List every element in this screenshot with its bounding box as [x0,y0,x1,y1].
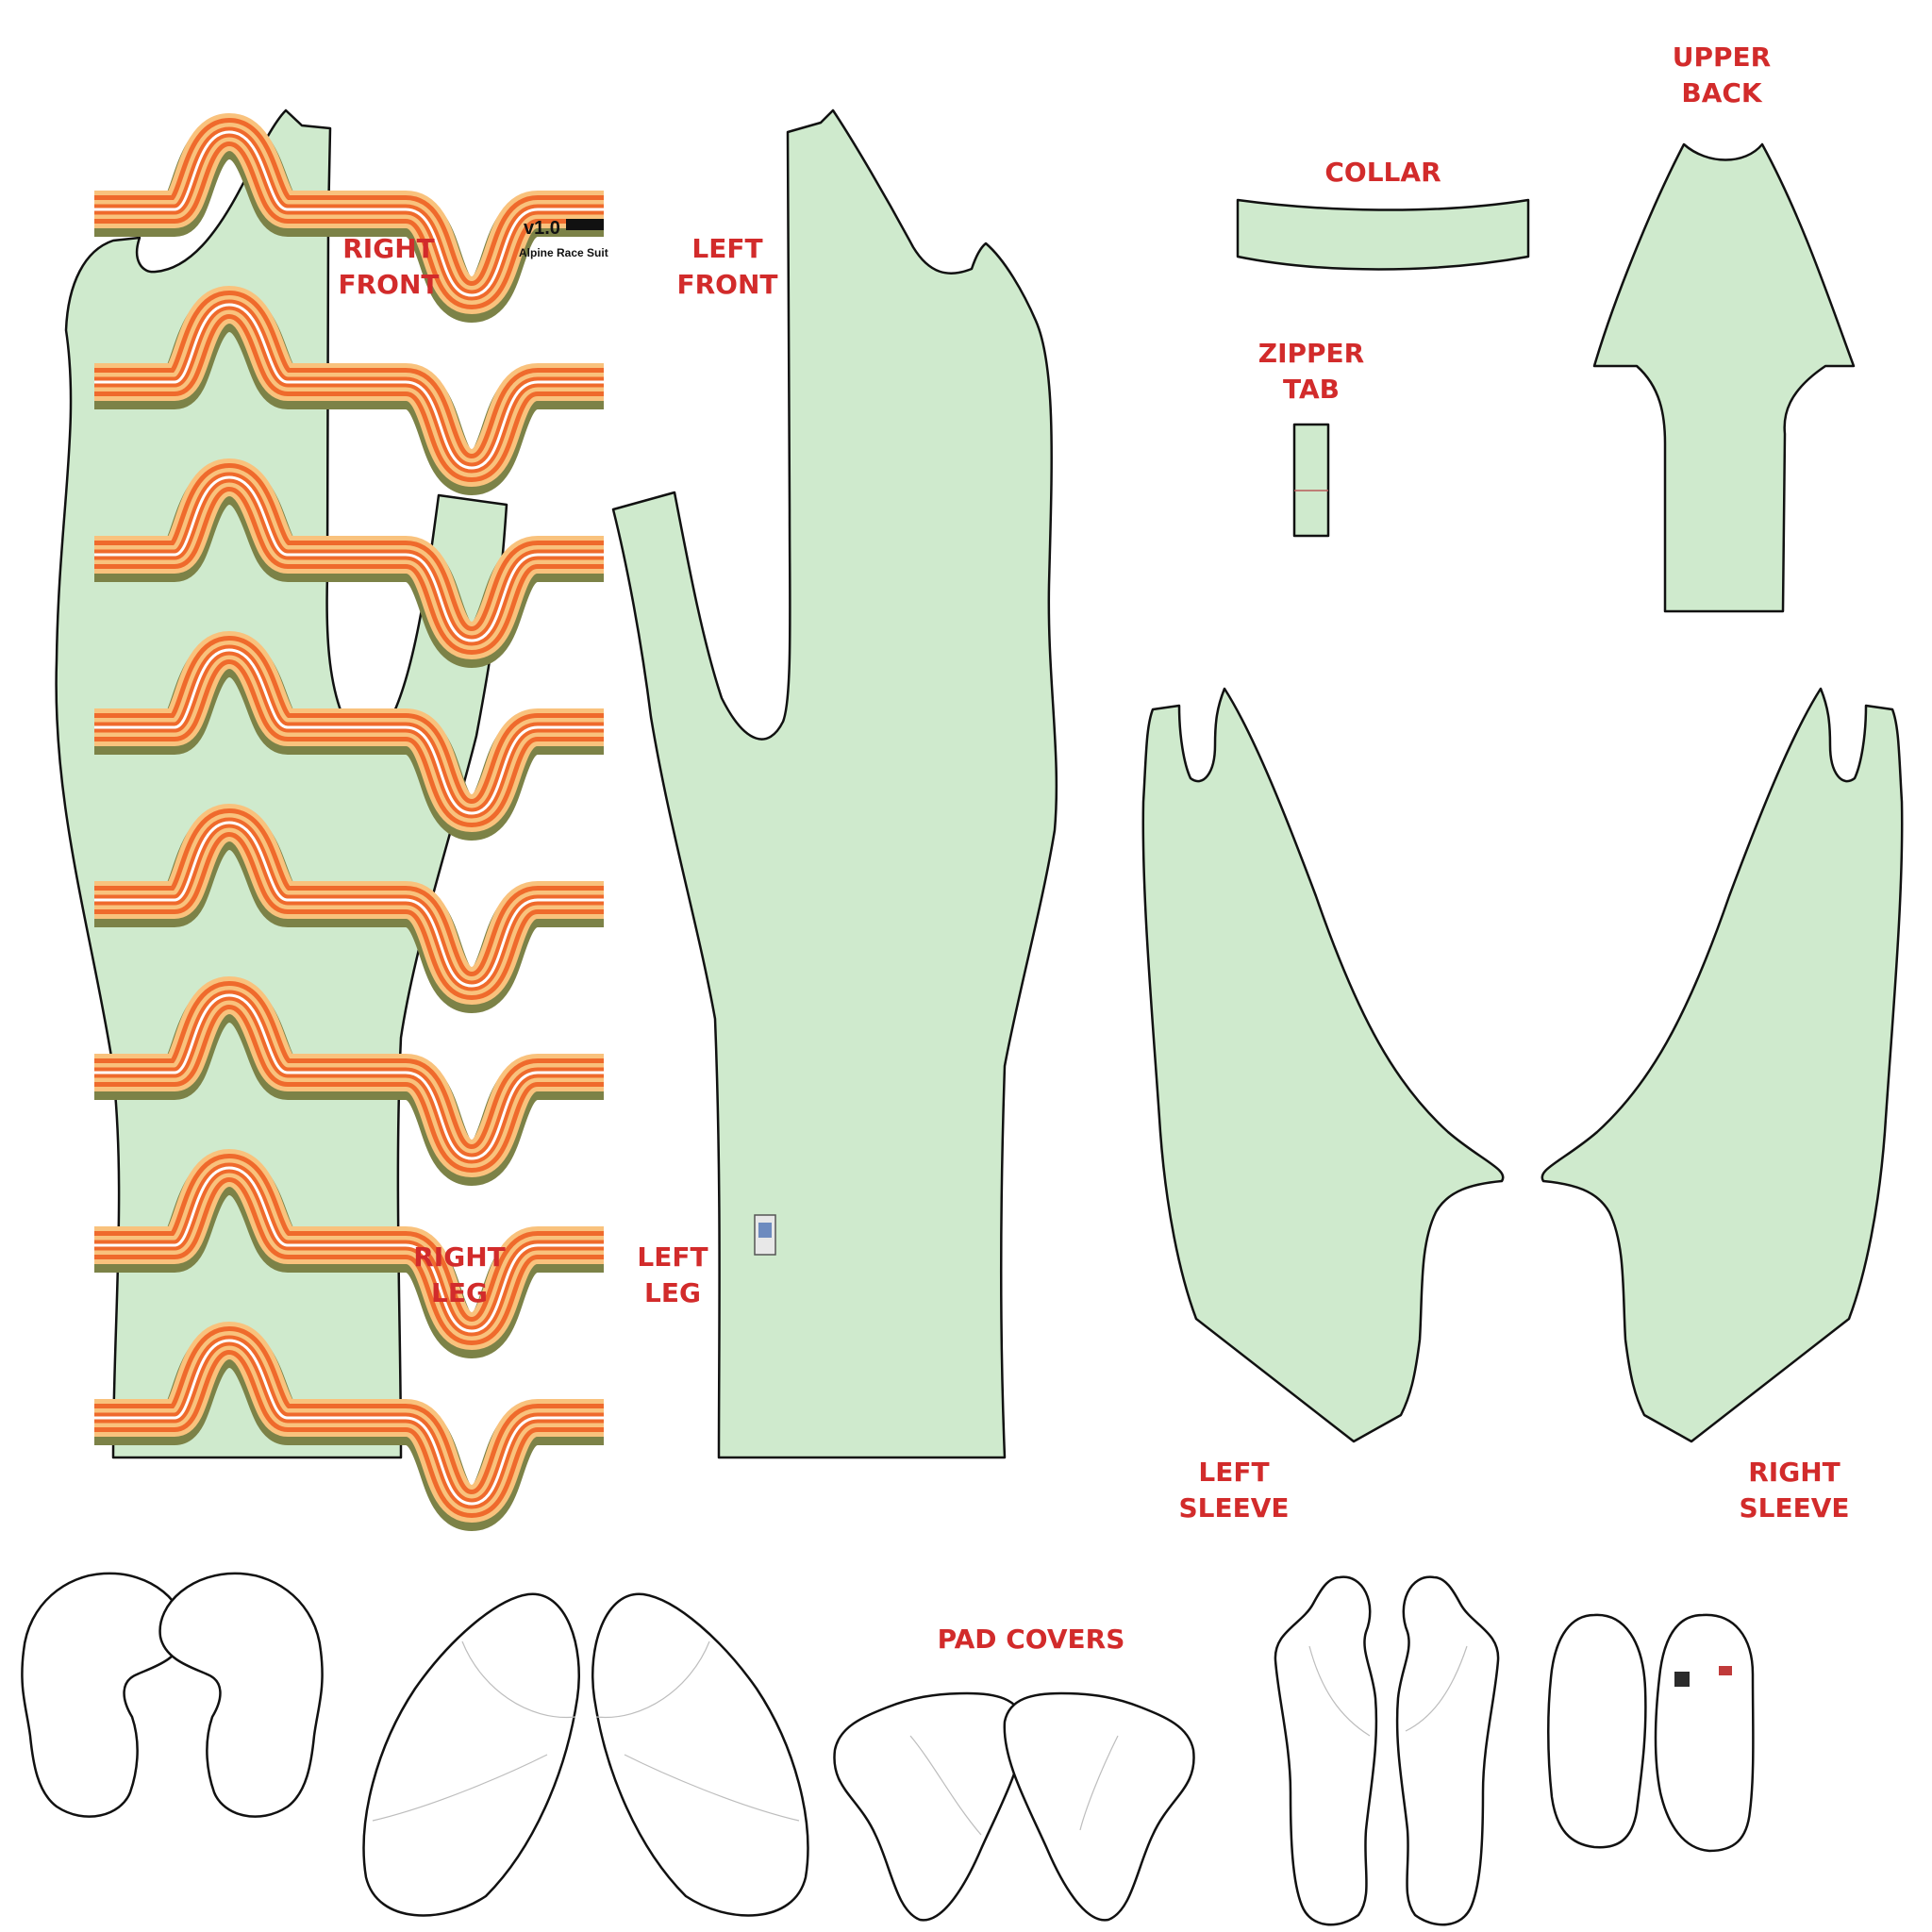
pad-seam-guide [909,1735,982,1836]
left-front-leg-piece [611,108,1058,1459]
pad-seam-guide [461,1641,576,1719]
label-line: UPPER [1673,42,1771,73]
pad-cover-forearm-right [1654,1613,1755,1853]
pad-seam-guide [624,1754,800,1822]
care-label-logo [1674,1672,1690,1687]
product-name: Alpine Race Suit [519,246,608,259]
collar-piece [1236,198,1530,271]
upper-back-piece [1592,142,1856,613]
pad-cover-shin-left [1274,1575,1378,1926]
label-line: RIGHT [1748,1457,1840,1488]
label-line: LEFT [637,1241,708,1273]
pad-cover-shin-right [1395,1575,1500,1926]
pad-cover-shoulder-left [21,1572,186,1818]
labels: RIGHT FRONT LEFT FRONT COLLAR ZIPPER TAB UP… [338,42,1849,1655]
brand-tag-logo [758,1223,772,1238]
pad-cover-hip-right [591,1592,809,1917]
label-line: RIGHT [413,1241,506,1273]
label-line: FRONT [338,269,439,300]
label-line: ZIPPER [1258,338,1364,369]
label-line: PAD COVERS [938,1624,1125,1655]
label-line: LEFT [691,233,762,264]
label-upper-back: UPPER BACK [1673,42,1771,108]
label-right-front: RIGHT FRONT [338,233,439,300]
label-line: FRONT [676,269,777,300]
pad-cover-knee-left [833,1691,1025,1922]
label-line: RIGHT [342,233,435,264]
label-line: SLEEVE [1178,1492,1289,1524]
label-right-sleeve: RIGHT SLEEVE [1739,1457,1849,1524]
pad-covers [21,1572,1755,1926]
label-left-front: LEFT FRONT [676,233,777,300]
pad-cover-forearm-left [1547,1613,1647,1849]
version-label: v1.0 [524,218,560,239]
left-sleeve-piece [1141,687,1505,1443]
label-zipper-tab: ZIPPER TAB [1258,338,1364,405]
label-line: BACK [1681,77,1763,108]
label-collar: COLLAR [1324,157,1441,188]
pad-seam-guide [1405,1645,1468,1732]
pad-seam-guide [595,1641,710,1719]
zipper-tab-piece [1292,423,1330,538]
version-bar [566,219,604,230]
label-left-sleeve: LEFT SLEEVE [1178,1457,1289,1524]
label-line: LEG [431,1277,488,1308]
label-line: COLLAR [1324,157,1441,188]
label-line: LEFT [1198,1457,1269,1488]
pad-seam-guide [372,1754,548,1822]
label-line: LEG [644,1277,701,1308]
label-right-leg: RIGHT LEG [413,1241,506,1308]
label-line: SLEEVE [1739,1492,1849,1524]
pad-cover-shoulder-right [158,1572,324,1818]
label-line: TAB [1283,374,1340,405]
flag-icon [1719,1666,1732,1675]
pad-cover-hip-left [362,1592,580,1917]
right-sleeve-piece [1541,687,1904,1443]
label-left-leg: LEFT LEG [637,1241,708,1308]
pad-seam-guide [1079,1735,1119,1831]
label-pad-covers: PAD COVERS [938,1624,1125,1655]
pad-cover-knee-right [1003,1691,1195,1922]
pad-seam-guide [1308,1645,1371,1737]
